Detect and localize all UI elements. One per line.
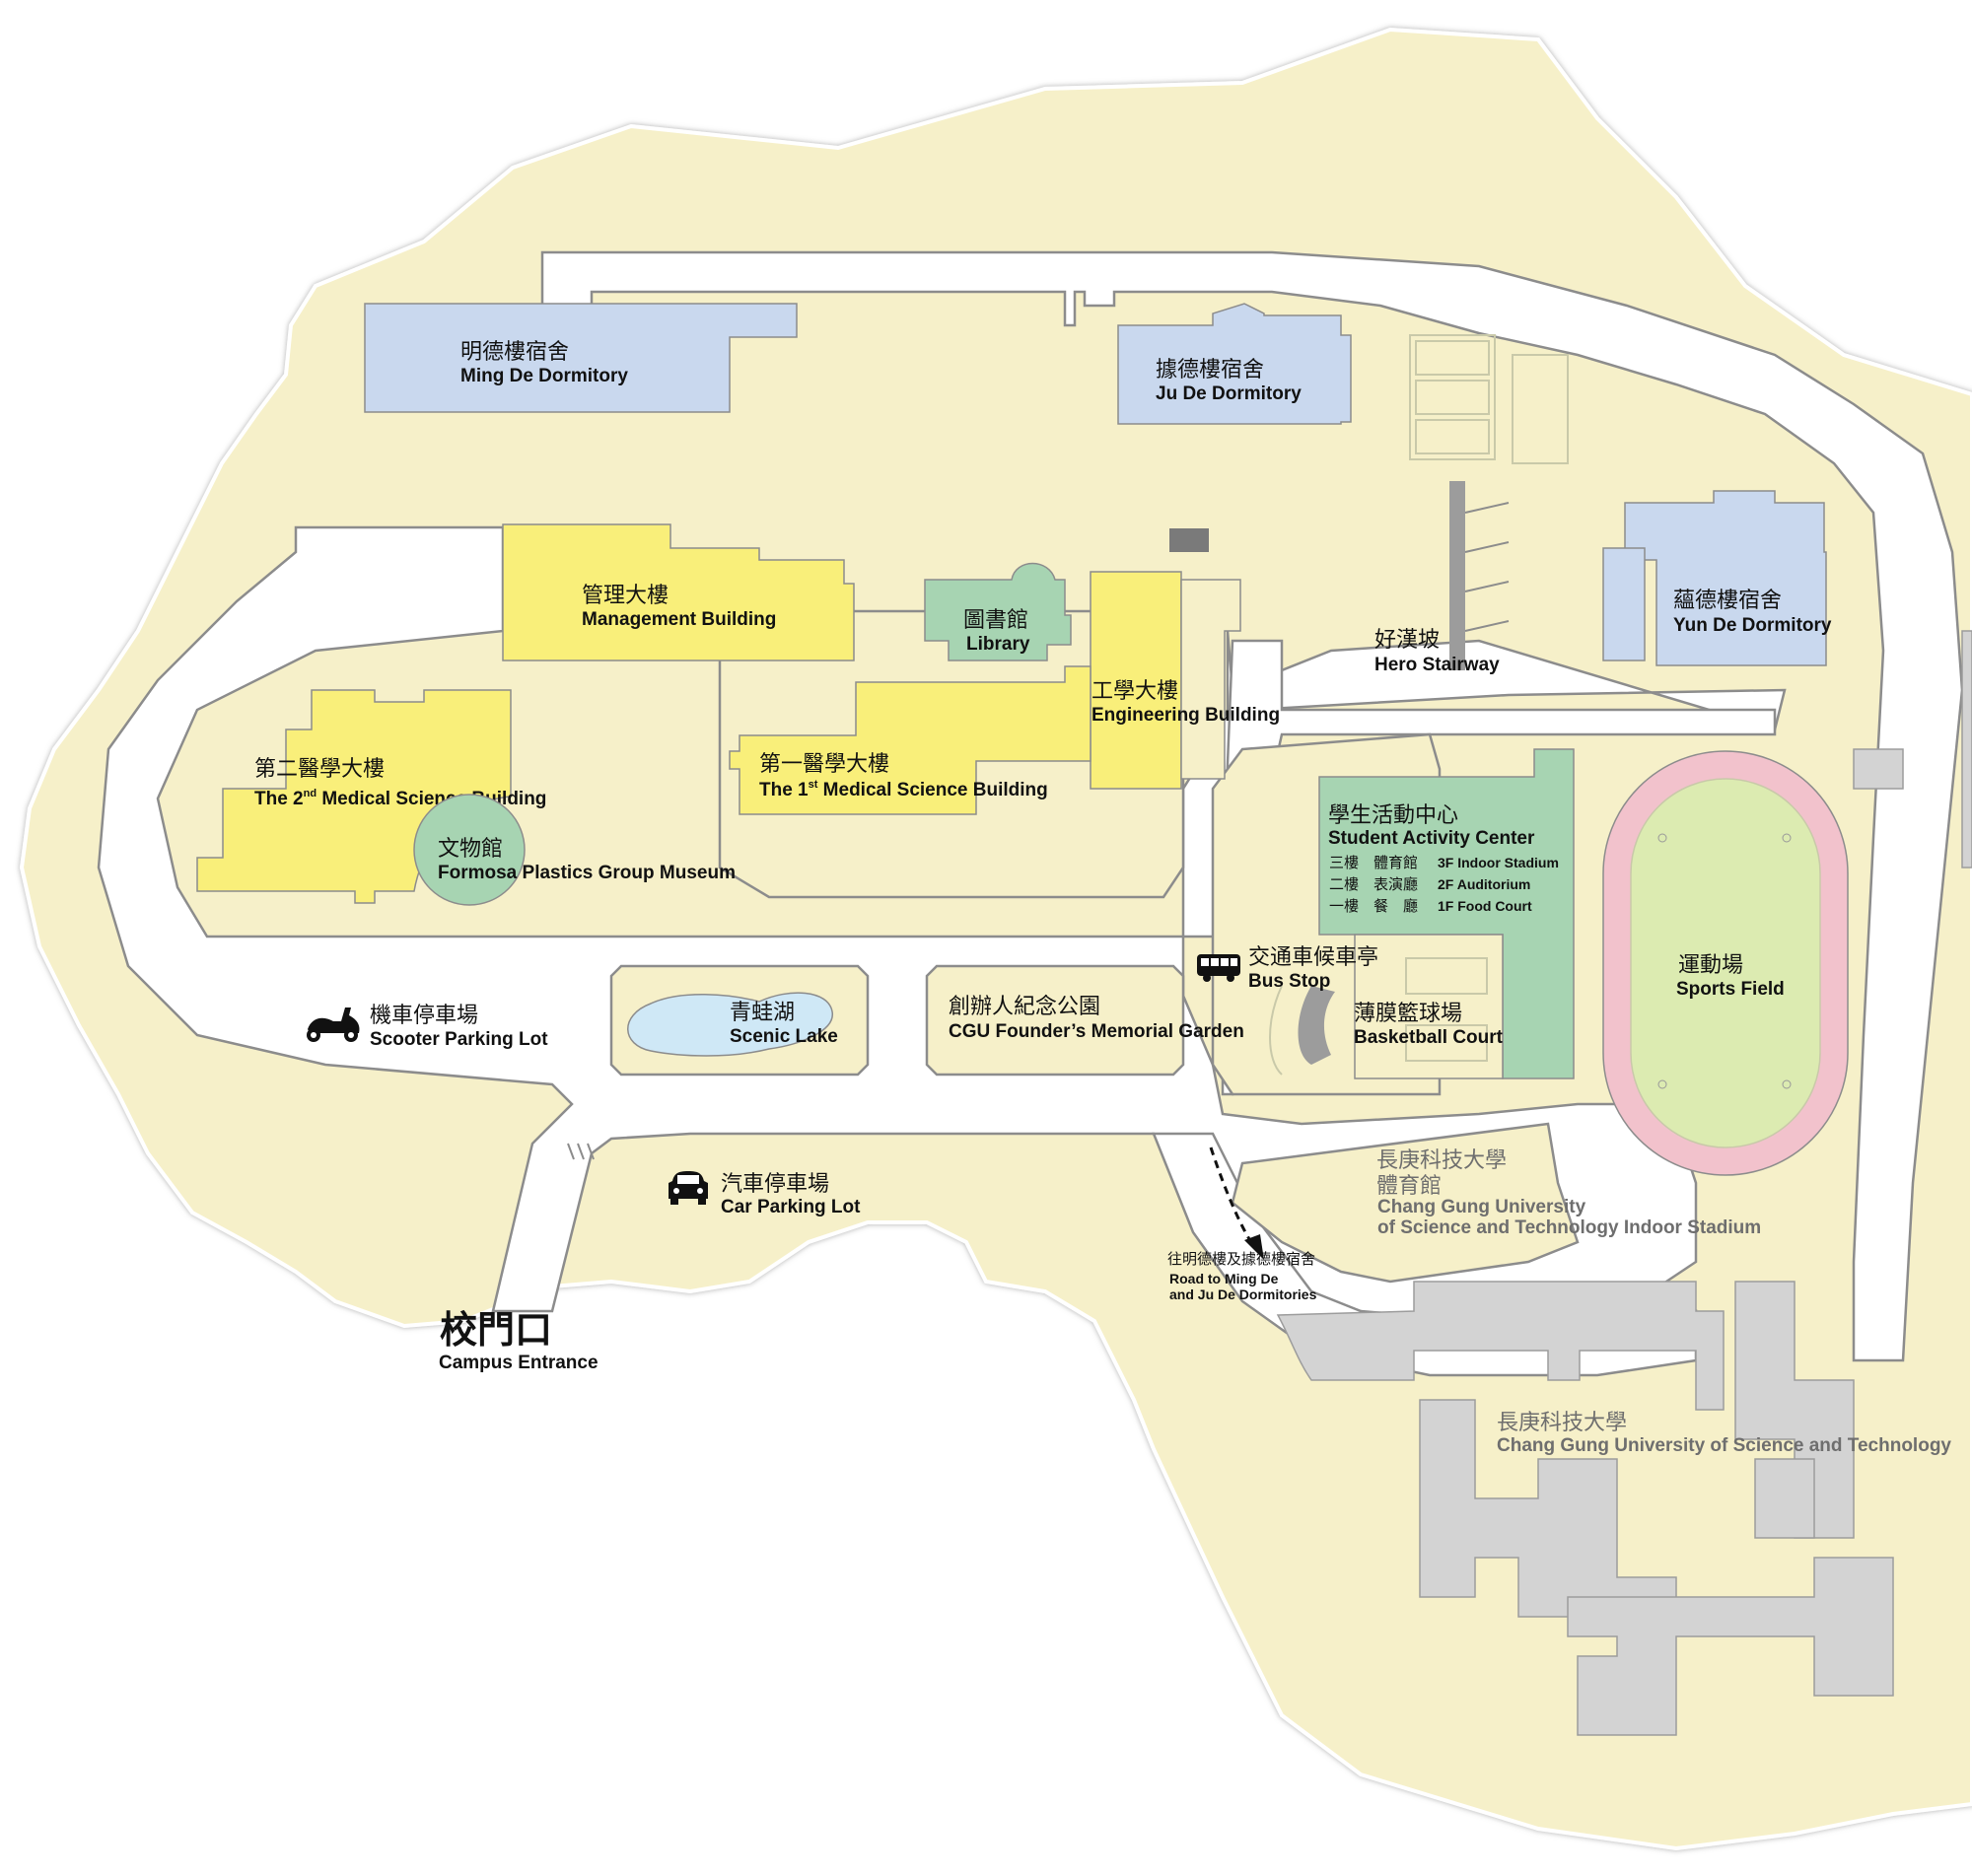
garden-en-label: CGU Founder’s Memorial Garden: [949, 1021, 1244, 1042]
activity-center-zh-label: 學生活動中心: [1328, 803, 1458, 828]
activity-floor-3-zh: 三樓 體育館: [1329, 854, 1418, 871]
sports-field[interactable]: [1602, 750, 1849, 1176]
scooter-zh-label: 機車停車場: [370, 1004, 478, 1028]
arrow-head-icon: [1244, 1234, 1264, 1260]
cgust-buildings[interactable]: [1276, 630, 1972, 1736]
garden-zh-label: 創辦人紀念公園: [949, 995, 1100, 1019]
basketball-zh-label: 薄膜籃球場: [1354, 1002, 1462, 1026]
activity-floor-1-en: 1F Food Court: [1438, 898, 1532, 914]
library-en-label: Library: [966, 634, 1030, 655]
engineering-annex: [1180, 579, 1241, 780]
yun-de-annex: [1602, 547, 1646, 661]
activity-center-en-label: Student Activity Center: [1328, 828, 1535, 849]
bus-stop-zh-label: 交通車候車亭: [1248, 945, 1378, 970]
bus-icon: [1197, 954, 1240, 982]
formosa-plastics-museum[interactable]: [413, 794, 526, 906]
cgust-stadium-en-1: Chang Gung University: [1377, 1197, 1586, 1217]
first-medical-en-label: The 1st Medical Science Building: [759, 779, 1048, 800]
hero-stairway-zh-label: 好漢坡: [1374, 628, 1440, 653]
activity-floor-3-en: 3F Indoor Stadium: [1438, 855, 1559, 870]
ju-de-zh-label: 據德樓宿舍: [1156, 358, 1264, 382]
hero-stairway[interactable]: [1449, 481, 1510, 670]
management-zh-label: 管理大樓: [582, 584, 669, 608]
scenic-lake[interactable]: [627, 992, 833, 1057]
yun-de-zh-label: 蘊德樓宿舍: [1673, 589, 1782, 613]
road-dorms-en-1: Road to Ming De: [1169, 1271, 1279, 1286]
scooter-en-label: Scooter Parking Lot: [370, 1029, 548, 1050]
first-medical-science-building[interactable]: [729, 665, 1092, 815]
museum-zh-label: 文物館: [438, 837, 503, 862]
dashed-arrow-icon: [1209, 1146, 1254, 1245]
engineering-zh-label: 工學大樓: [1092, 679, 1178, 704]
entrance-gate-icon: [567, 1143, 595, 1160]
sports-field-en-label: Sports Field: [1676, 979, 1785, 1000]
lake-zh-label: 青蛙湖: [730, 1001, 795, 1025]
library[interactable]: [924, 562, 1072, 661]
ju-de-en-label: Ju De Dormitory: [1156, 383, 1302, 404]
management-en-label: Management Building: [582, 609, 776, 630]
campus-entrance-en-label: Campus Entrance: [439, 1353, 599, 1373]
campus-entrance-zh-label: 校門口: [440, 1308, 552, 1352]
ming-de-zh-label: 明德樓宿舍: [460, 340, 569, 365]
lake-en-label: Scenic Lake: [730, 1026, 838, 1047]
first-medical-zh-label: 第一醫學大樓: [759, 752, 889, 777]
road-dorms-zh-label: 往明德樓及據德樓宿舍: [1167, 1250, 1315, 1268]
cgust-stadium-zh-2: 體育館: [1376, 1174, 1442, 1199]
basketball-en-label: Basketball Court: [1354, 1027, 1504, 1048]
activity-floor-2-en: 2F Auditorium: [1438, 876, 1530, 892]
car-parking-zh-label: 汽車停車場: [721, 1172, 829, 1197]
cgust-zh-label: 長庚科技大學: [1497, 1411, 1627, 1435]
road-dorms-en-2: and Ju De Dormitories: [1169, 1286, 1317, 1302]
car-parking-en-label: Car Parking Lot: [721, 1197, 861, 1217]
basketball-court[interactable]: [1269, 934, 1504, 1079]
hero-stairway-en-label: Hero Stairway: [1374, 655, 1500, 675]
activity-floor-2-zh: 二樓 表演廳: [1329, 875, 1418, 893]
tennis-courts: [1409, 334, 1569, 464]
activity-floor-1-zh: 一樓 餐 廳: [1329, 897, 1418, 915]
engineering-en-label: Engineering Building: [1092, 705, 1280, 726]
yun-de-en-label: Yun De Dormitory: [1673, 615, 1832, 636]
second-medical-zh-label: 第二醫學大樓: [254, 757, 385, 782]
cgust-stadium-zh-1: 長庚科技大學: [1376, 1148, 1507, 1173]
cgust-stadium-en-2: of Science and Technology Indoor Stadium: [1377, 1217, 1761, 1238]
management-building[interactable]: [502, 523, 855, 661]
museum-en-label: Formosa Plastics Group Museum: [438, 863, 736, 883]
cgust-en-label: Chang Gung University of Science and Tec…: [1497, 1435, 1951, 1456]
sports-field-zh-label: 運動場: [1678, 953, 1743, 978]
engineering-rooftop-block: [1169, 528, 1209, 552]
ming-de-en-label: Ming De Dormitory: [460, 366, 628, 386]
ming-de-dormitory[interactable]: [364, 303, 798, 413]
library-zh-label: 圖書館: [963, 608, 1028, 633]
car-icon: [669, 1171, 708, 1205]
bus-stop-en-label: Bus Stop: [1248, 971, 1330, 992]
scooter-icon: [307, 1007, 360, 1042]
ju-de-dormitory[interactable]: [1117, 303, 1352, 425]
yun-de-dormitory[interactable]: [1624, 490, 1827, 666]
